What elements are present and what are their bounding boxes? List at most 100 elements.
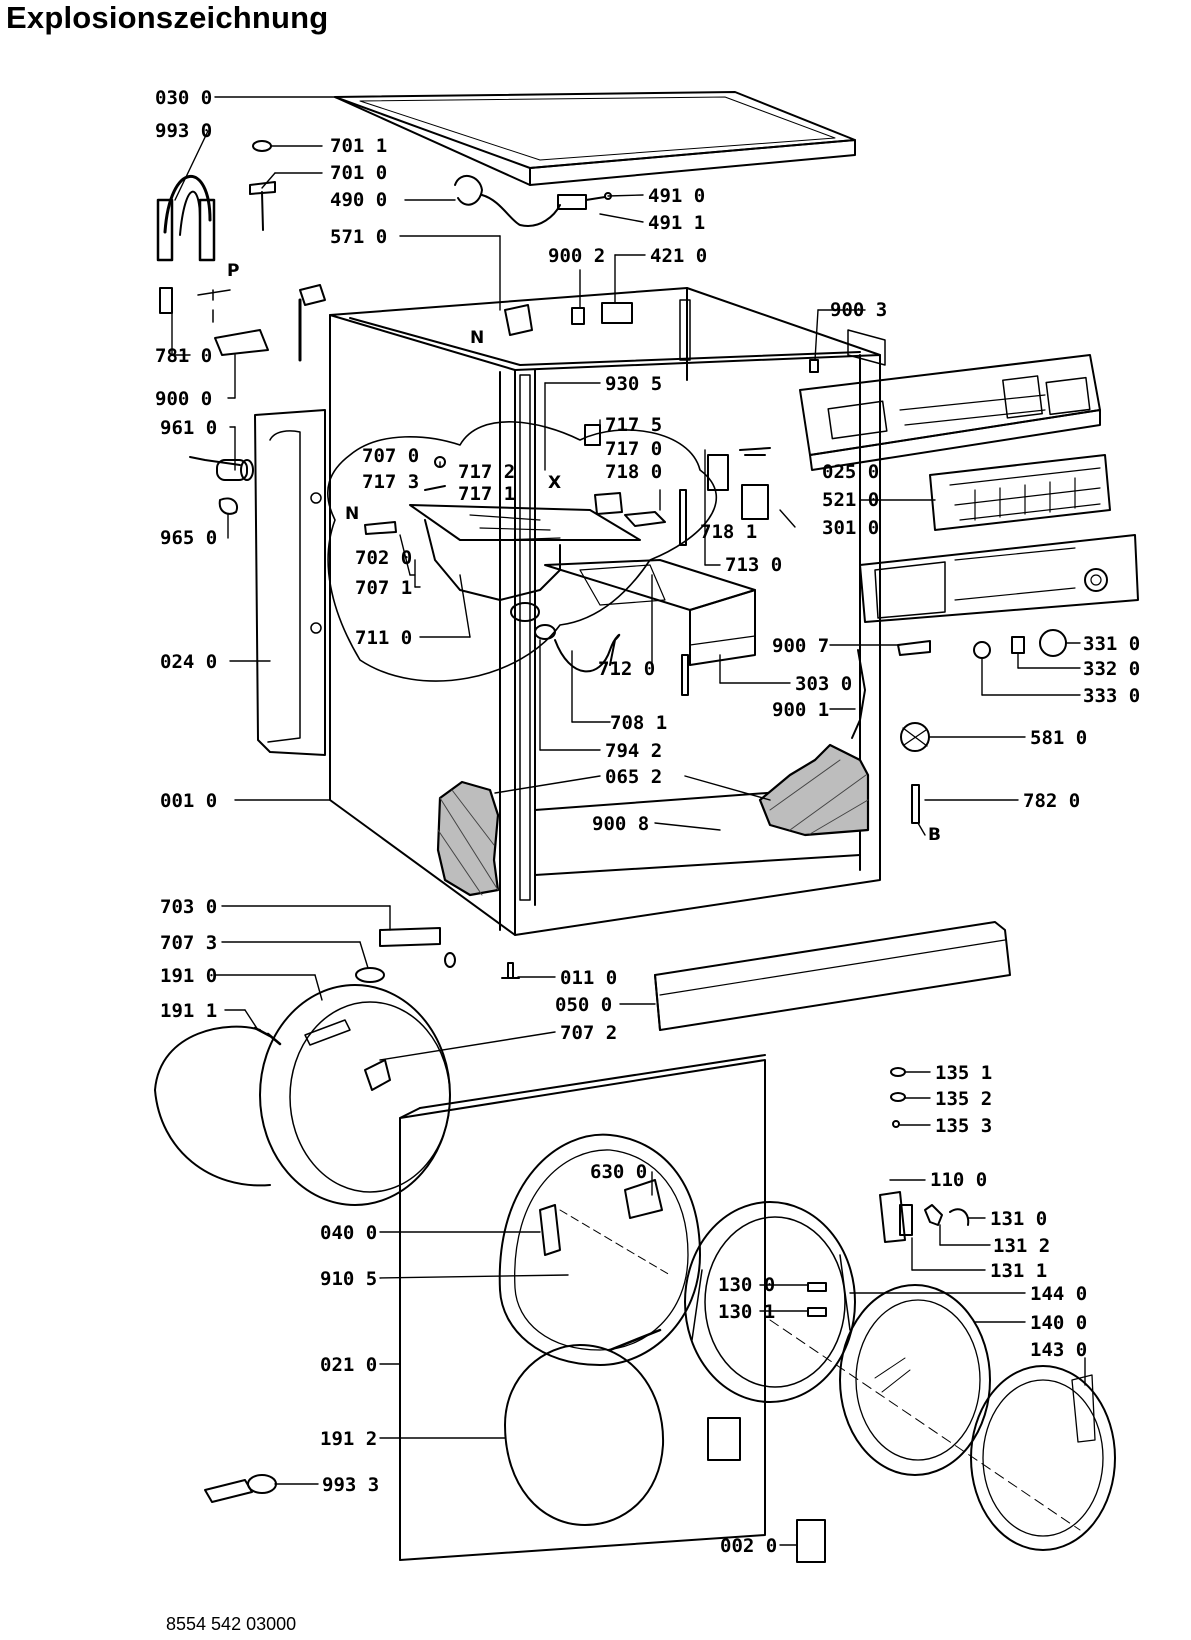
callout-144-0: 144 0 xyxy=(1030,1283,1087,1305)
callout-782-0: 782 0 xyxy=(1023,790,1080,812)
callout-961-0: 961 0 xyxy=(160,417,217,439)
service-tool xyxy=(204,1474,277,1503)
callout-050-0: 050 0 xyxy=(555,994,612,1016)
screws-group xyxy=(890,1067,906,1128)
callout-794-2: 794 2 xyxy=(605,740,662,762)
callout-025-0: 025 0 xyxy=(822,461,879,483)
callout-900-8: 900 8 xyxy=(592,813,649,835)
callout-521-0: 521 0 xyxy=(822,489,879,511)
door-handle-parts xyxy=(807,1191,970,1317)
callout-708-1: 708 1 xyxy=(610,712,667,734)
callout-110-0: 110 0 xyxy=(930,1169,987,1191)
callout-900-3: 900 3 xyxy=(830,299,887,321)
insulation-pad-left xyxy=(436,780,500,897)
callout-630-0: 630 0 xyxy=(590,1161,647,1183)
callout-571-0: 571 0 xyxy=(330,226,387,248)
hose-connectors xyxy=(249,140,326,362)
spring-hose-part xyxy=(156,175,269,356)
callout-781-0: 781 0 xyxy=(155,345,212,367)
small-fittings xyxy=(355,927,520,983)
door-frame-ring xyxy=(684,1201,856,1403)
callout-011-0: 011 0 xyxy=(560,967,617,989)
page-title: Explosionszeichnung xyxy=(6,0,329,35)
marker-x: X xyxy=(548,473,561,493)
electronic-board xyxy=(929,454,1111,531)
callout-143-0: 143 0 xyxy=(1030,1339,1087,1361)
callout-301-0: 301 0 xyxy=(822,517,879,539)
callout-030-0: 030 0 xyxy=(155,87,212,109)
callout-021-0: 021 0 xyxy=(320,1354,377,1376)
document-number: 8554 542 03000 xyxy=(166,1614,297,1634)
level-sensor xyxy=(911,784,920,824)
callout-303-0: 303 0 xyxy=(795,673,852,695)
door-glass xyxy=(839,1284,991,1476)
callout-135-1: 135 1 xyxy=(935,1062,992,1084)
callout-135-2: 135 2 xyxy=(935,1088,992,1110)
callout-707-1: 707 1 xyxy=(355,577,412,599)
callout-701-1: 701 1 xyxy=(330,135,387,157)
marker-n-left: N xyxy=(345,504,359,524)
cable-harness-right xyxy=(851,649,866,739)
back-panel xyxy=(254,409,326,756)
callout-491-0: 491 0 xyxy=(648,185,705,207)
callout-131-0: 131 0 xyxy=(990,1208,1047,1230)
callout-002-0: 002 0 xyxy=(720,1535,777,1557)
leader-lines xyxy=(171,96,1086,1546)
reference-markers: P N N X B xyxy=(227,261,941,845)
callout-421-0: 421 0 xyxy=(650,245,707,267)
tub-bellows xyxy=(259,984,451,1206)
marker-b: B xyxy=(928,825,941,845)
marker-p: P xyxy=(227,261,239,281)
front-panel xyxy=(399,1054,766,1561)
top-cover xyxy=(334,91,856,186)
control-panel-frame xyxy=(799,354,1101,471)
callout-191-0: 191 0 xyxy=(160,965,217,987)
callout-900-7: 900 7 xyxy=(772,635,829,657)
callout-717-3: 717 3 xyxy=(362,471,419,493)
mains-cable-part xyxy=(454,175,612,227)
callout-965-0: 965 0 xyxy=(160,527,217,549)
knob-parts xyxy=(897,629,1067,659)
door-gasket-ring xyxy=(504,1328,665,1526)
callout-711-0: 711 0 xyxy=(355,627,412,649)
callout-581-0: 581 0 xyxy=(1030,727,1087,749)
callout-717-5: 717 5 xyxy=(605,414,662,436)
callout-707-3: 707 3 xyxy=(160,932,217,954)
callout-labels: 030 0 993 0 701 1 701 0 490 0 491 0 491 … xyxy=(155,87,1140,1557)
callout-900-0: 900 0 xyxy=(155,388,212,410)
callout-707-0: 707 0 xyxy=(362,445,419,467)
brackets-right xyxy=(679,359,819,696)
callout-900-2: 900 2 xyxy=(548,245,605,267)
door-outer-ring xyxy=(769,1319,1116,1551)
callout-718-1: 718 1 xyxy=(700,521,757,543)
callout-993-0: 993 0 xyxy=(155,120,212,142)
interference-filter xyxy=(504,302,633,336)
cover-plate-small xyxy=(796,1519,826,1563)
callout-140-0: 140 0 xyxy=(1030,1312,1087,1334)
callout-135-3: 135 3 xyxy=(935,1115,992,1137)
insulation-pad-right xyxy=(758,743,870,837)
callout-331-0: 331 0 xyxy=(1083,633,1140,655)
callout-701-0: 701 0 xyxy=(330,162,387,184)
callout-131-2: 131 2 xyxy=(993,1235,1050,1257)
callout-040-0: 040 0 xyxy=(320,1222,377,1244)
callout-707-2: 707 2 xyxy=(560,1022,617,1044)
pressure-switch xyxy=(900,722,930,752)
callout-702-0: 702 0 xyxy=(355,547,412,569)
callout-490-0: 490 0 xyxy=(330,189,387,211)
callout-001-0: 001 0 xyxy=(160,790,217,812)
callout-717-0: 717 0 xyxy=(605,438,662,460)
callout-718-0: 718 0 xyxy=(605,461,662,483)
callout-910-5: 910 5 xyxy=(320,1268,377,1290)
callout-717-2: 717 2 xyxy=(458,461,515,483)
callout-130-1: 130 1 xyxy=(718,1301,775,1323)
callout-703-0: 703 0 xyxy=(160,896,217,918)
callout-131-1: 131 1 xyxy=(990,1260,1047,1282)
callout-930-5: 930 5 xyxy=(605,373,662,395)
control-panel-fascia xyxy=(859,534,1139,623)
dispenser-housing xyxy=(409,504,756,673)
callout-717-1: 717 1 xyxy=(458,483,515,505)
callout-065-2: 065 2 xyxy=(605,766,662,788)
kickplate xyxy=(654,921,1011,1031)
